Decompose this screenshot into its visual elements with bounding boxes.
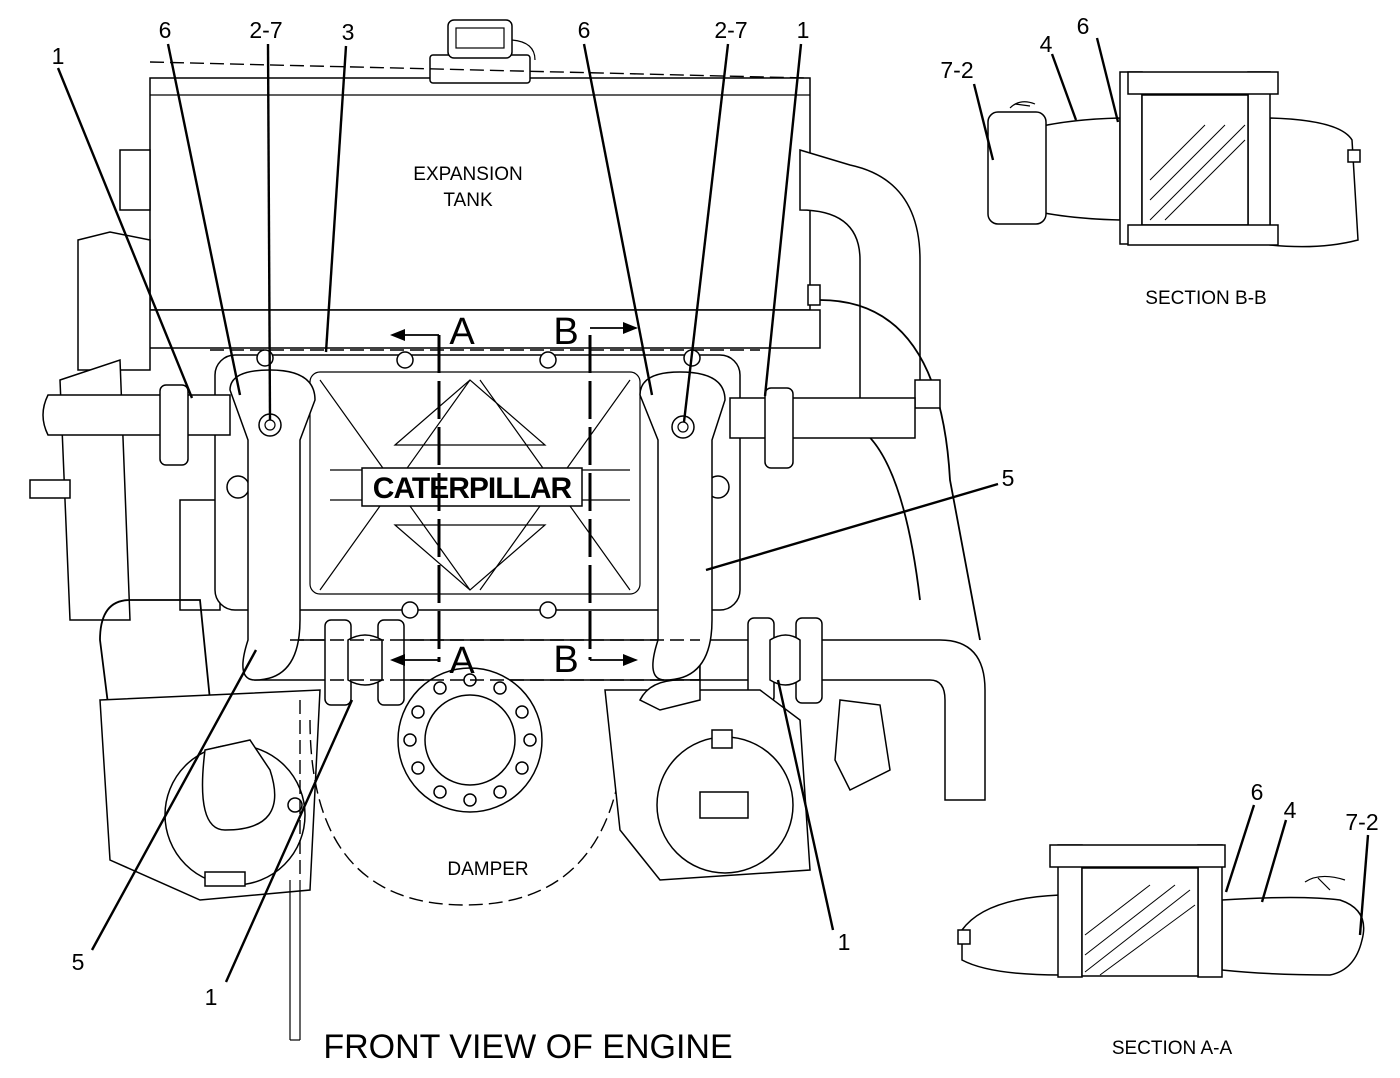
section-bb-hatch <box>1149 124 1246 221</box>
section-aa-hatch <box>1084 884 1196 976</box>
section-bb-callout-4: 4 <box>1040 31 1053 57</box>
section-cut-lines <box>390 322 638 666</box>
section-bb-leaders <box>972 37 1120 161</box>
section-aa-callout-4: 4 <box>1284 797 1297 823</box>
callout-left-1-bottom: 1 <box>205 984 218 1010</box>
brand-plate <box>361 467 583 507</box>
callout-right-2-7: 2-7 <box>714 17 747 43</box>
section-mark-a-bottom: A <box>449 640 475 682</box>
callout-right-1-top: 1 <box>797 17 810 43</box>
callout-right-6: 6 <box>578 17 591 43</box>
section-bb <box>987 71 1361 248</box>
section-aa <box>957 844 1365 978</box>
section-aa-leaders <box>1224 804 1370 936</box>
aftercooler-cover: CATERPILLAR <box>214 349 741 619</box>
section-mark-a-top: A <box>449 311 475 353</box>
section-aa-callout-7-2: 7-2 <box>1345 809 1378 835</box>
right-return-pipes <box>799 148 981 641</box>
brand-label: CATERPILLAR <box>373 472 573 505</box>
main-view-title: FRONT VIEW OF ENGINE <box>323 1028 732 1066</box>
callout-right-1-bottom: 1 <box>838 929 851 955</box>
damper <box>299 667 626 906</box>
section-mark-b-bottom: B <box>553 639 578 681</box>
expansion-tank <box>119 19 821 311</box>
lower-water-tube <box>254 617 986 801</box>
leader-lines <box>56 43 999 983</box>
callout-left-2-7: 2-7 <box>249 17 282 43</box>
callout-right-5: 5 <box>1002 465 1015 491</box>
section-aa-title: SECTION A-A <box>1112 1038 1233 1059</box>
damper-label: DAMPER <box>447 859 528 880</box>
section-aa-callout-6: 6 <box>1251 779 1264 805</box>
water-pump-right <box>604 679 891 881</box>
callout-left-1-top: 1 <box>52 43 65 69</box>
upper-cross-tube <box>42 384 916 469</box>
water-pump-left <box>99 689 321 1041</box>
section-bb-callout-6: 6 <box>1077 13 1090 39</box>
engine-drawing: CATERPILLAR <box>29 19 986 1041</box>
section-bb-title: SECTION B-B <box>1145 288 1266 309</box>
callout-left-6: 6 <box>159 17 172 43</box>
callout-center-3: 3 <box>342 19 355 45</box>
elbow-pipes <box>229 369 726 681</box>
mounting-plate <box>139 309 821 349</box>
section-bb-callout-7-2: 7-2 <box>940 57 973 83</box>
expansion-tank-label-line2: TANK <box>443 190 493 211</box>
callout-left-5: 5 <box>72 949 85 975</box>
section-mark-b-top: B <box>553 311 578 353</box>
expansion-tank-label-line1: EXPANSION <box>413 164 522 185</box>
